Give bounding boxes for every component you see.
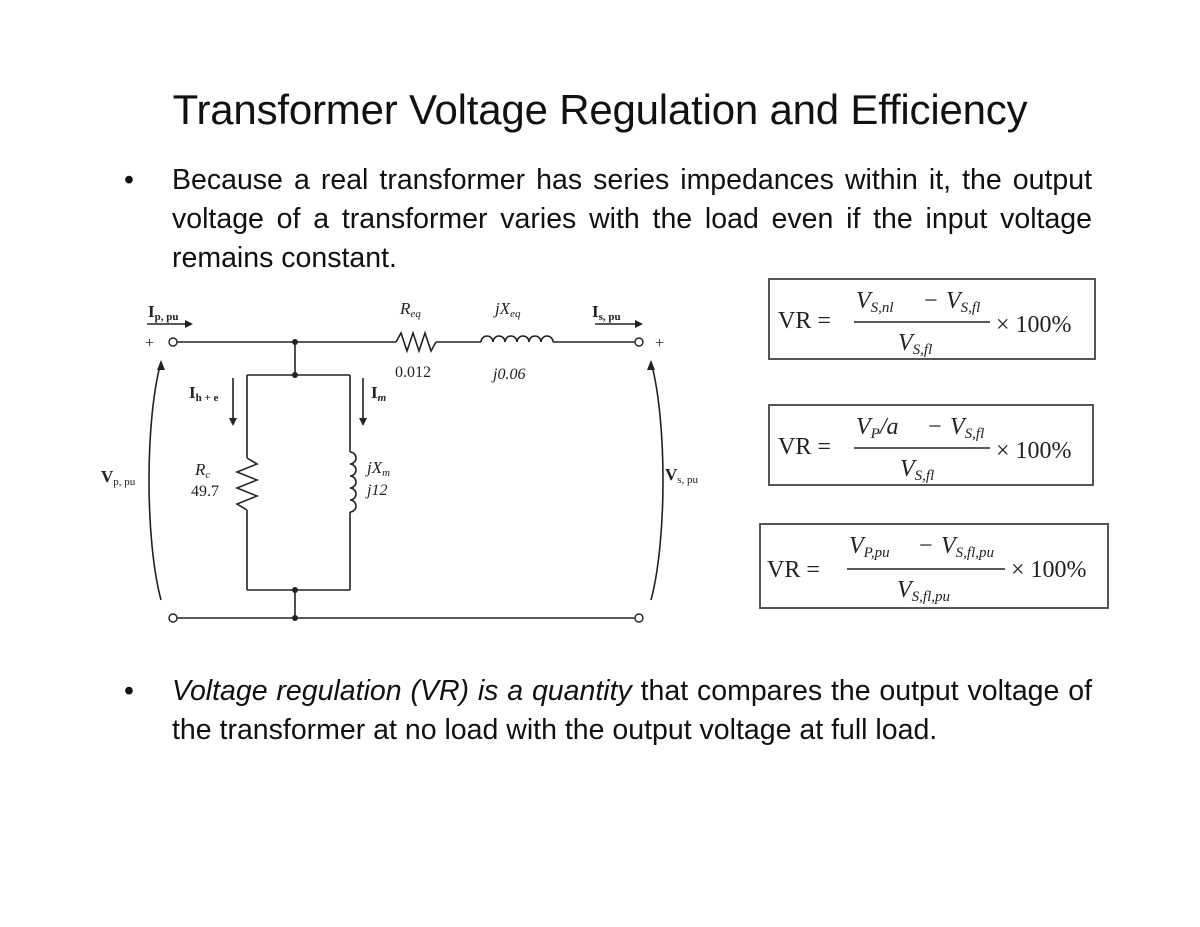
- equation-numerator-a: VS,nl: [856, 288, 894, 316]
- im-label: Im: [371, 383, 387, 404]
- primary-terminal-top: [168, 337, 178, 347]
- bullet-text: Voltage regulation (VR) is a quantity th…: [172, 672, 1092, 750]
- bullet-item: • Because a real transformer has series …: [124, 161, 1092, 278]
- equation-tail: × 100%: [996, 438, 1072, 464]
- vr-equation-per-unit: VR = VP,pu − VS,fl,pu VS,fl,pu × 100%: [759, 523, 1109, 609]
- xm-value: j12: [365, 482, 387, 499]
- equation-numerator-b: VS,fl: [950, 414, 984, 442]
- bullet-text: Because a real transformer has series im…: [172, 164, 1092, 274]
- plus-sign: +: [145, 335, 154, 352]
- ihe-arrowhead: [229, 418, 237, 426]
- equation-tail: × 100%: [996, 312, 1072, 338]
- equation-lhs: VR =: [778, 308, 831, 334]
- equation-graphic: VR = VP,pu − VS,fl,pu VS,fl,pu × 100%: [767, 533, 1087, 605]
- bullet-item: • Voltage regulation (VR) is a quantity …: [124, 672, 1092, 750]
- vs-bracket: [650, 361, 664, 601]
- bullet-text-rest: that compares the output voltage of the …: [172, 675, 1092, 746]
- xeq-inductor: [480, 335, 554, 343]
- ihe-label: Ih + e: [189, 383, 219, 404]
- vp-bracket: [148, 361, 162, 601]
- secondary-terminal-top: [634, 337, 644, 347]
- im-arrowhead: [359, 418, 367, 426]
- plus-sign: +: [655, 335, 664, 352]
- vr-equation-turns-ratio: VR = VP/a − VS,fl VS,fl × 100%: [768, 404, 1094, 486]
- ip-label: Ip, pu: [148, 302, 178, 323]
- equation-operator: −: [924, 288, 938, 314]
- slide-title: Transformer Voltage Regulation and Effic…: [172, 86, 1028, 133]
- equation-graphic: VR = VS,nl − VS,fl VS,fl × 100%: [778, 288, 1072, 358]
- junction-dot: [292, 587, 298, 593]
- equation-numerator-b: VS,fl,pu: [941, 533, 994, 561]
- ip-arrowhead: [185, 320, 193, 328]
- rc-value: 49.7: [191, 483, 219, 500]
- equation-numerator-a: VP/a: [856, 414, 899, 442]
- equation-tail: × 100%: [1011, 557, 1087, 583]
- equation-operator: −: [928, 414, 942, 440]
- equation-lhs: VR =: [767, 557, 820, 583]
- req-label: Req: [399, 299, 421, 320]
- equation-denominator: VS,fl,pu: [897, 577, 950, 605]
- bullet-marker: •: [124, 675, 134, 707]
- secondary-terminal-bottom: [634, 613, 644, 623]
- junction-dot: [292, 615, 298, 621]
- primary-terminal-bottom: [168, 613, 178, 623]
- equation-numerator-b: VS,fl: [946, 288, 980, 316]
- junction-dot: [292, 372, 298, 378]
- bullet-italic-term: Voltage regulation (VR) is a quantity: [172, 675, 632, 707]
- xm-inductor: [349, 451, 357, 513]
- junction-dot: [292, 339, 298, 345]
- equation-operator: −: [919, 533, 933, 559]
- is-arrowhead: [635, 320, 643, 328]
- vp-arrowhead: [157, 360, 165, 370]
- rc-resistor: [234, 457, 260, 511]
- equation-denominator: VS,fl: [900, 456, 934, 484]
- vr-equation-no-load: VR = VS,nl − VS,fl VS,fl × 100%: [768, 278, 1096, 360]
- equation-graphic: VR = VP/a − VS,fl VS,fl × 100%: [778, 414, 1072, 484]
- req-value: 0.012: [395, 364, 431, 381]
- vs-label: Vs, pu: [665, 465, 699, 486]
- xeq-label: jXeq: [493, 299, 521, 320]
- req-resistor: [395, 330, 437, 354]
- rc-label: Rc: [194, 460, 210, 481]
- equation-numerator-a: VP,pu: [849, 533, 890, 561]
- xeq-value: j0.06: [491, 366, 525, 383]
- equivalent-circuit-diagram: Ip, pu + Req 0.012 jXeq j0.06 Is, pu + I…: [101, 299, 699, 623]
- vp-label: Vp, pu: [101, 467, 136, 488]
- equation-denominator: VS,fl: [898, 330, 932, 358]
- xm-label: jXm: [365, 458, 390, 479]
- vs-arrowhead: [647, 360, 655, 370]
- is-label: Is, pu: [592, 302, 621, 323]
- bullet-marker: •: [124, 164, 134, 196]
- equation-lhs: VR =: [778, 434, 831, 460]
